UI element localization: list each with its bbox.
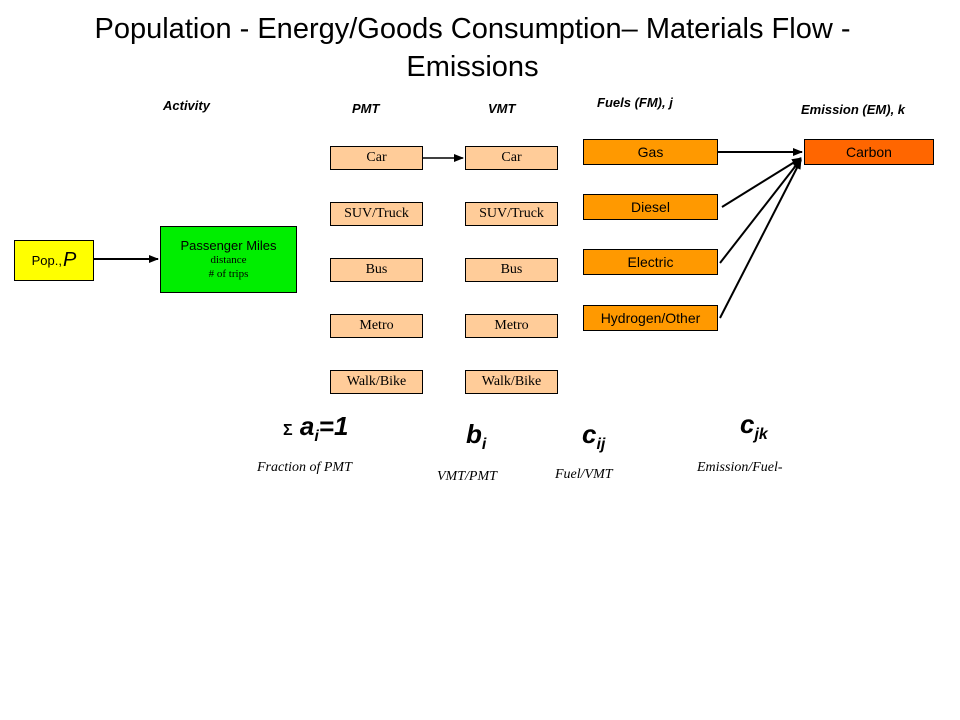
fuel-hydrogen-other: Hydrogen/Other (583, 305, 718, 331)
pmt-mode-walk-bike: Walk/Bike (330, 370, 423, 394)
coefficient-cij-base: c (582, 419, 597, 449)
arrow-diesel-to-carbon (721, 157, 802, 208)
header-emission: Emission (EM), k (801, 102, 906, 117)
passenger-miles-title: Passenger Miles (180, 237, 277, 253)
fuel-electric: Electric (583, 249, 718, 275)
sum-symbol: Σ (283, 422, 293, 439)
coefficient-a-base: a (299, 411, 315, 441)
coefficient-b-description: VMT/PMT (437, 469, 497, 484)
coefficient-cij-description: Fuel/VMT (555, 467, 613, 482)
vmt-mode-walk-bike: Walk/Bike (465, 370, 558, 394)
pmt-mode-metro: Metro (330, 314, 423, 338)
population-label: Pop., (31, 253, 62, 268)
coefficient-cij-sub: ij (596, 436, 606, 454)
passenger-miles-distance: distance (210, 253, 247, 266)
coefficient-b-base: b (466, 419, 482, 449)
header-fuels: Fuels (FM), j (597, 95, 673, 110)
vmt-mode-car: Car (465, 146, 558, 170)
title-line-2: Emissions (406, 51, 539, 83)
pmt-mode-bus: Bus (330, 258, 423, 282)
coefficient-a-sub: i (314, 428, 319, 446)
slide-title: Population - Energy/Goods Consumption– M… (20, 10, 925, 86)
coefficient-b: bi (466, 419, 486, 454)
title-line-1: Population - Energy/Goods Consumption– M… (94, 13, 851, 45)
population-box: Pop.,P (14, 240, 94, 281)
passenger-miles-box: Passenger Miles distance # of trips (160, 226, 297, 293)
coefficient-cij: cij (582, 419, 605, 454)
header-activity: Activity (163, 98, 210, 113)
coefficient-a: Σ ai=1 (283, 411, 348, 446)
fuel-gas: Gas (583, 139, 718, 165)
fuel-diesel: Diesel (583, 194, 718, 220)
arrow-electric-to-carbon (719, 158, 802, 264)
arrow-hydrogen-to-carbon (719, 159, 802, 319)
header-pmt: PMT (352, 101, 380, 116)
coefficient-cjk-description: Emission/Fuel- (697, 460, 783, 475)
coefficient-a-suffix: =1 (318, 411, 349, 441)
vmt-mode-suv-truck: SUV/Truck (465, 202, 558, 226)
coefficient-b-sub: i (481, 436, 487, 454)
pmt-mode-car: Car (330, 146, 423, 170)
coefficient-cjk: cjk (740, 409, 768, 444)
coefficient-cjk-base: c (740, 409, 755, 439)
vmt-mode-bus: Bus (465, 258, 558, 282)
coefficient-a-description: Fraction of PMT (257, 460, 352, 475)
emission-carbon: Carbon (804, 139, 934, 165)
population-symbol: P (63, 249, 77, 271)
pmt-mode-suv-truck: SUV/Truck (330, 202, 423, 226)
header-vmt: VMT (488, 101, 516, 116)
vmt-mode-metro: Metro (465, 314, 558, 338)
coefficient-cjk-sub: jk (754, 426, 768, 444)
passenger-miles-trips: # of trips (208, 267, 249, 280)
